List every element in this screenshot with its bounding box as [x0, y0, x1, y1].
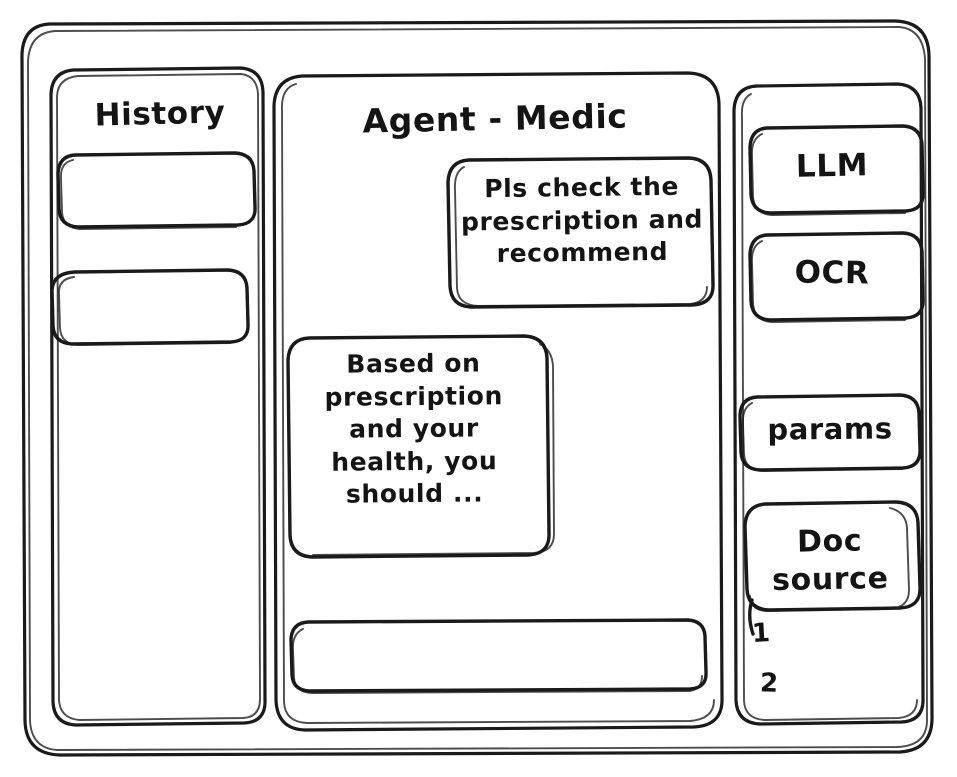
tool-doc-source-button[interactable] — [745, 502, 921, 611]
tool-ocr-button[interactable] — [750, 233, 924, 321]
history-item-2[interactable] — [52, 270, 250, 346]
history-item-1[interactable] — [58, 153, 256, 229]
doc-source-entry-1[interactable]: 1 — [751, 618, 772, 650]
agent-message-bubble — [288, 336, 554, 558]
tool-llm-button[interactable] — [750, 126, 924, 214]
history-panel-title: History — [94, 94, 226, 134]
doc-source-entry-2[interactable]: 2 — [759, 668, 780, 699]
tool-params-button[interactable] — [740, 395, 921, 471]
message-input[interactable] — [291, 620, 707, 692]
page-title: Agent - Medic — [362, 96, 628, 141]
user-message-bubble — [448, 158, 714, 308]
